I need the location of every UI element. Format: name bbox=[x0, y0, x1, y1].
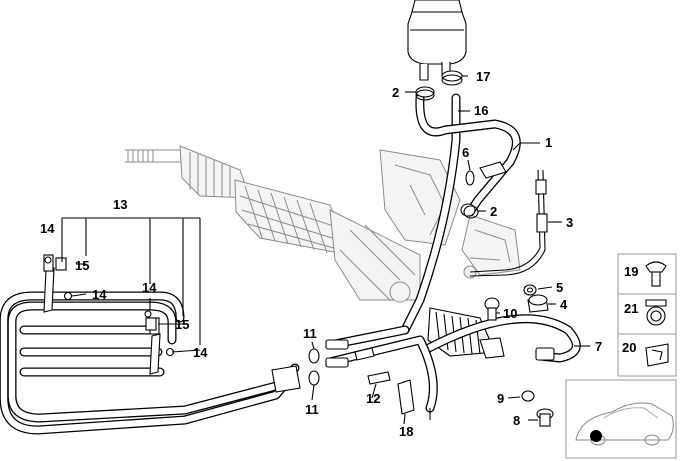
legend-label-19: 19 bbox=[624, 264, 638, 279]
callout-11b: 11 bbox=[305, 402, 319, 417]
callout-17: 17 bbox=[476, 69, 490, 84]
legend-label-20: 20 bbox=[622, 340, 636, 355]
callout-15a: 15 bbox=[75, 258, 89, 273]
callout-16: 16 bbox=[474, 103, 488, 118]
clip-nut-icon bbox=[645, 343, 669, 367]
hose-1 bbox=[415, 93, 521, 217]
hose-16 bbox=[400, 93, 461, 335]
callout-11a: 11 bbox=[303, 326, 317, 341]
callout-1: 1 bbox=[545, 135, 552, 150]
callout-8: 8 bbox=[513, 413, 520, 428]
line-3 bbox=[469, 169, 548, 277]
callout-9: 9 bbox=[497, 391, 504, 406]
callout-18: 18 bbox=[399, 424, 413, 439]
callout-2a: 2 bbox=[392, 85, 399, 100]
hose-clamp-icon bbox=[645, 299, 667, 326]
callout-2b: 2 bbox=[490, 204, 497, 219]
callout-14b: 14 bbox=[92, 287, 107, 302]
bolt-icon bbox=[645, 261, 667, 287]
car-location-icon bbox=[565, 379, 677, 459]
leader-lines bbox=[61, 75, 590, 425]
small-parts bbox=[44, 70, 554, 427]
callout-7: 7 bbox=[595, 339, 602, 354]
fluid-reservoir bbox=[407, 0, 467, 81]
callout-3: 3 bbox=[566, 215, 573, 230]
steering-rack bbox=[125, 145, 521, 303]
callout-4: 4 bbox=[560, 297, 568, 312]
legend-panel: 19 21 20 bbox=[617, 253, 677, 377]
callout-14d: 14 bbox=[193, 345, 208, 360]
callout-14c: 14 bbox=[142, 280, 157, 295]
callout-15b: 15 bbox=[175, 317, 189, 332]
legend-label-21: 21 bbox=[624, 301, 638, 316]
callout-10: 10 bbox=[503, 306, 517, 321]
callout-14a: 14 bbox=[40, 221, 55, 236]
callout-12: 12 bbox=[366, 391, 380, 406]
callout-6: 6 bbox=[462, 145, 469, 160]
hose-7 bbox=[420, 314, 581, 363]
cooler-loop bbox=[0, 291, 301, 435]
callout-13: 13 bbox=[113, 197, 127, 212]
callouts: 1 2 2 3 4 5 6 7 8 9 10 11 11 12 13 14 14… bbox=[40, 69, 602, 439]
callout-5: 5 bbox=[556, 280, 563, 295]
